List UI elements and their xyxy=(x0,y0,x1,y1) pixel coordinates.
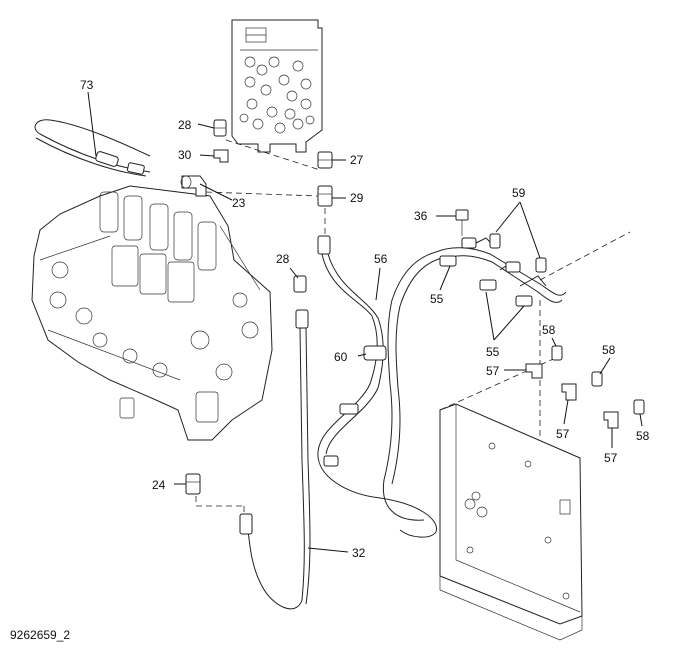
clamp-57-b xyxy=(561,383,577,401)
callout-28-mid: 28 xyxy=(276,252,290,266)
fitting-28-mid xyxy=(293,275,307,293)
callout-24: 24 xyxy=(152,478,166,492)
screw-58-c xyxy=(633,399,645,415)
callout-60: 60 xyxy=(334,350,348,364)
callout-29: 29 xyxy=(350,191,364,205)
callout-32: 32 xyxy=(352,546,366,560)
callout-28-top: 28 xyxy=(178,118,192,132)
callout-labels: 73 28 30 27 23 29 36 59 28 56 55 55 58 6… xyxy=(80,78,650,560)
screw-58-b xyxy=(591,371,603,387)
callout-58-b: 58 xyxy=(602,343,616,357)
fitting-29 xyxy=(317,185,333,207)
clamp-57-c xyxy=(603,411,619,429)
callout-58-c: 58 xyxy=(636,429,650,443)
callout-57-c: 57 xyxy=(604,451,618,465)
hose-bundle-56 xyxy=(317,235,443,538)
callout-59: 59 xyxy=(512,186,526,200)
solenoid-valve-block xyxy=(231,19,323,153)
fitting-27 xyxy=(317,151,333,169)
callout-55-b: 55 xyxy=(486,345,500,359)
callout-57-b: 57 xyxy=(556,427,570,441)
callout-57-a: 57 xyxy=(486,364,500,378)
callout-55-a: 55 xyxy=(430,292,444,306)
callout-23: 23 xyxy=(232,196,246,210)
wiring-harness-55 xyxy=(435,237,567,307)
sensor-59 xyxy=(489,233,547,273)
leader-lines xyxy=(87,91,643,553)
callout-27: 27 xyxy=(350,153,364,167)
hose-73 xyxy=(34,119,151,177)
figure-code: 9262659_2 xyxy=(10,628,71,642)
bolt-36 xyxy=(455,209,469,236)
callout-56: 56 xyxy=(374,252,388,266)
callout-58-a: 58 xyxy=(542,323,556,337)
elbow-30 xyxy=(213,149,229,163)
clamp-57-a xyxy=(525,363,543,379)
fitting-28-top xyxy=(213,119,227,137)
fitting-24 xyxy=(185,473,201,495)
callout-36: 36 xyxy=(414,209,428,223)
mounting-plate xyxy=(439,403,583,641)
screw-58-a xyxy=(551,345,563,361)
hose-32 xyxy=(239,309,311,610)
elbow-23 xyxy=(180,175,207,197)
main-control-valve xyxy=(31,185,273,441)
callout-30: 30 xyxy=(178,148,192,162)
callout-73: 73 xyxy=(80,78,94,92)
